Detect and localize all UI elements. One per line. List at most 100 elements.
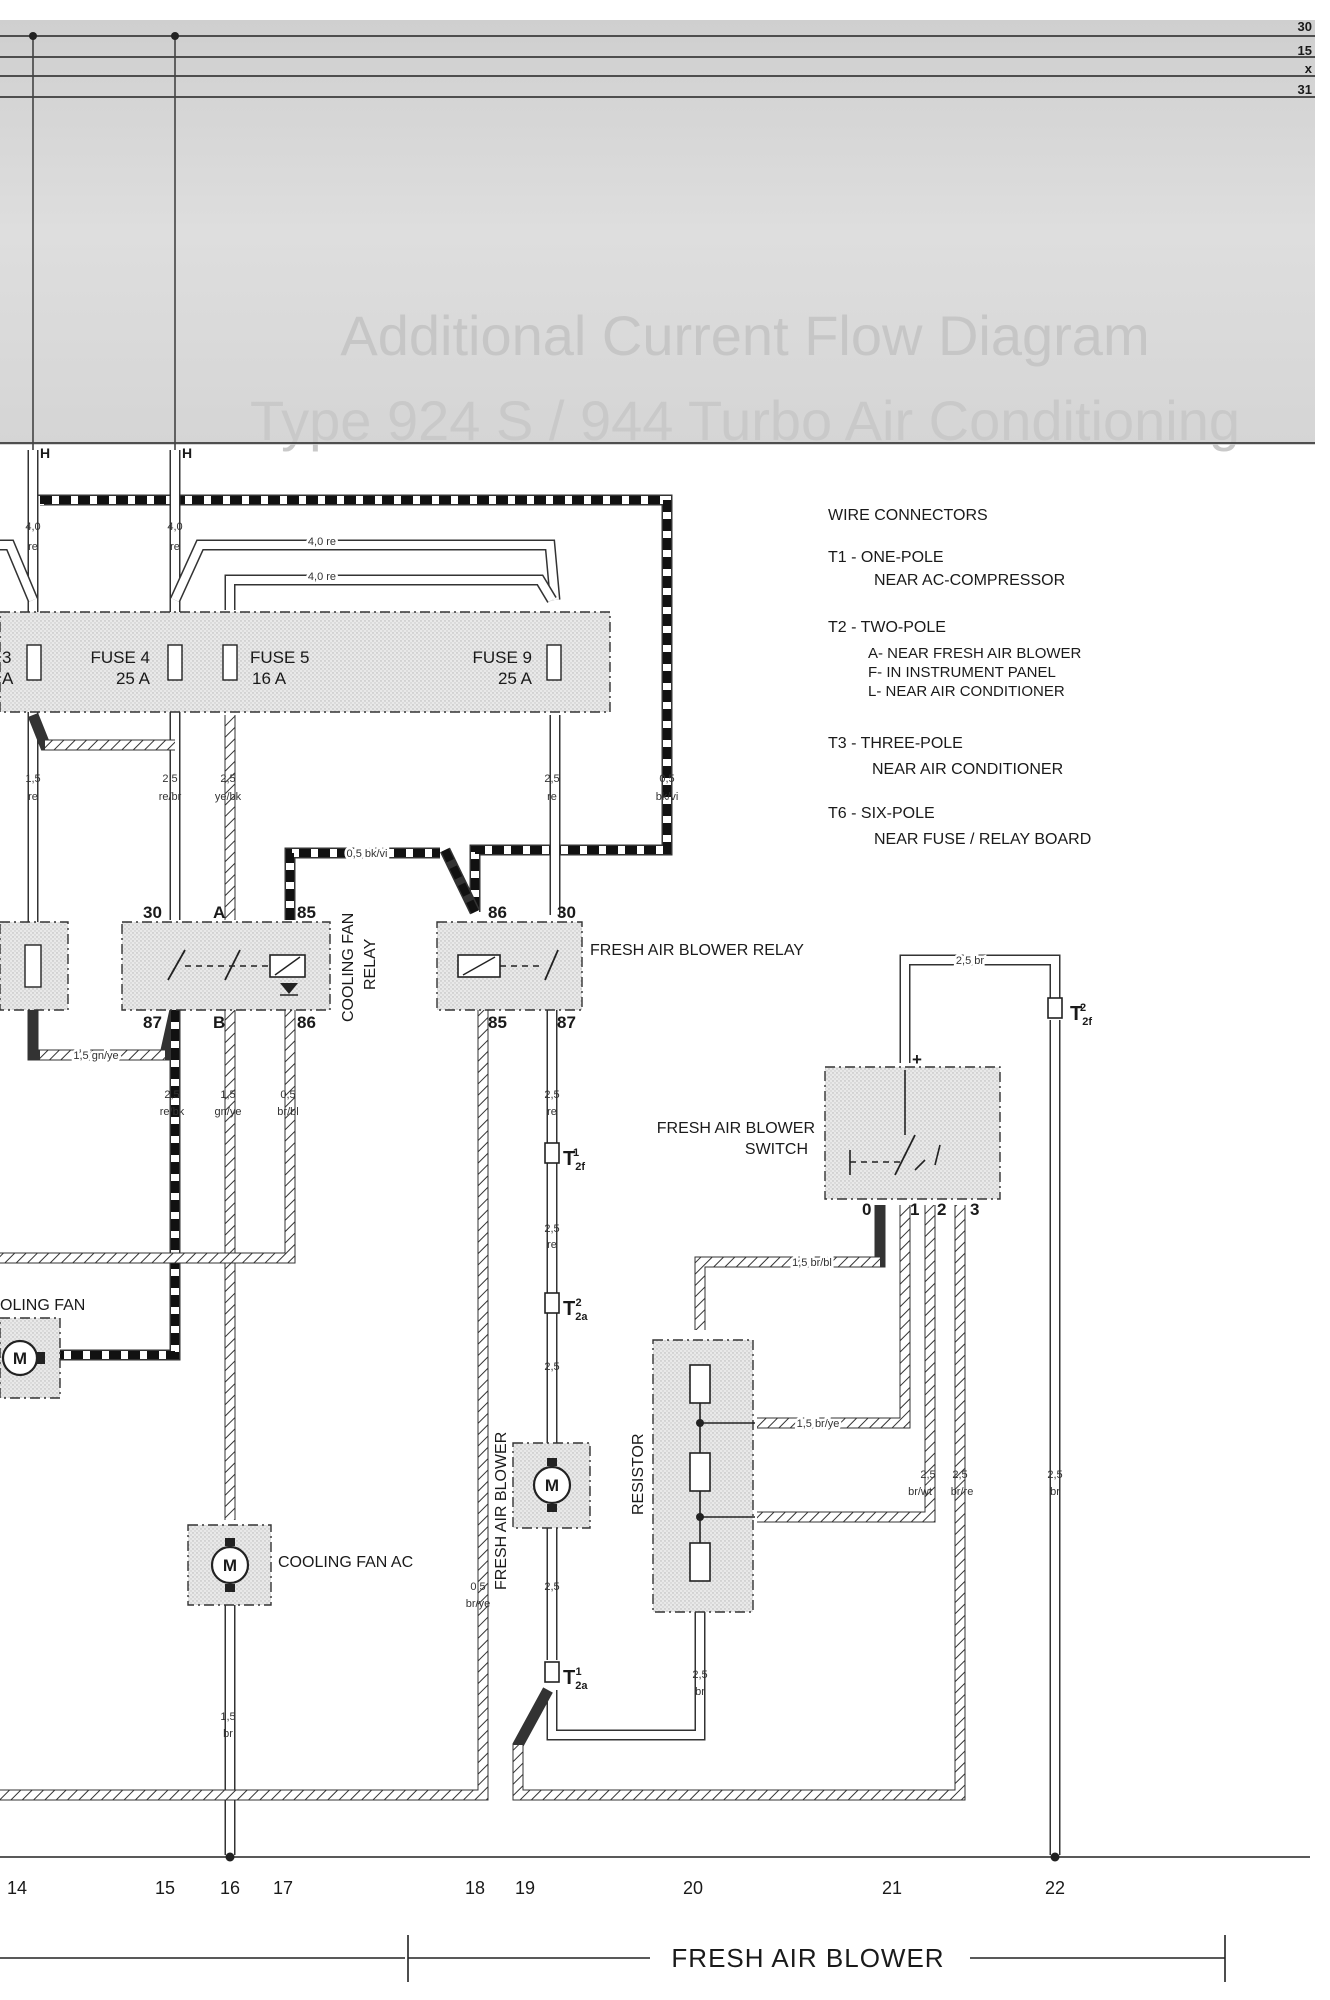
wire-label: re <box>28 791 38 803</box>
relay-pin-86: 86 <box>297 1013 316 1032</box>
wire-label: bk/vi <box>656 791 679 803</box>
switch-pin-2: 2 <box>937 1200 946 1219</box>
h-marker-2: H <box>182 445 192 461</box>
svg-text:T2f1: T2f1 <box>563 1147 585 1173</box>
wire-label: re/br <box>159 791 182 803</box>
legend-t2-a: A- NEAR FRESH AIR BLOWER <box>868 645 1082 662</box>
relay-pin-b: B <box>213 1013 225 1032</box>
wire-bk-vi-loop <box>34 494 673 915</box>
cooling-fan-label: OLING FAN <box>0 1297 85 1314</box>
wire-label: 2,5 <box>544 1089 559 1101</box>
wire-label: 4,0 re <box>308 536 336 548</box>
cooling-fan-relay-label-2: RELAY <box>362 938 379 990</box>
legend-t1-code: T1 - ONE-POLE <box>828 549 944 566</box>
wire-label: br <box>695 1686 705 1698</box>
fuse-5-rating: 16 A <box>252 669 287 688</box>
wire-label: 2,5 <box>162 773 177 785</box>
wire-label: 1,5 <box>25 773 40 785</box>
wire-label: br/re <box>951 1486 974 1498</box>
left-partial-component <box>0 921 69 1011</box>
fuse-5: FUSE 5 16 A <box>222 644 310 688</box>
blower-relay-pin-86: 86 <box>488 903 507 922</box>
wire-label: br <box>223 1728 233 1740</box>
bus-label-31: 31 <box>1298 82 1312 97</box>
cooling-fan: M OLING FAN <box>0 1297 85 1399</box>
blower-relay-pin-87: 87 <box>557 1013 576 1032</box>
wire-label: re <box>547 1239 557 1251</box>
fresh-air-blower-switch-label-2: SWITCH <box>745 1141 808 1158</box>
fuse-3-name: 3 <box>2 648 11 667</box>
wire-label: 2,5 <box>692 1669 707 1681</box>
fresh-air-blower-motor: M <box>545 1476 559 1495</box>
wire-label: 0,5 bk/vi <box>347 848 388 860</box>
svg-text:T2a2: T2a2 <box>563 1297 588 1323</box>
fuse-9-name: FUSE 9 <box>472 648 532 667</box>
wire-label: 0,5 <box>280 1089 295 1101</box>
legend-t6-where: NEAR FUSE / RELAY BOARD <box>874 831 1091 848</box>
relay-pin-a: A <box>213 903 225 922</box>
fuse-5-name: FUSE 5 <box>250 648 310 667</box>
faded-title-line2: Type 924 S / 944 Turbo Air Conditioning <box>250 389 1240 452</box>
switch-plus: + <box>912 1050 922 1069</box>
cooling-fan-motor: M <box>13 1349 27 1368</box>
legend-t3-where: NEAR AIR CONDITIONER <box>872 761 1063 778</box>
wire-label: 2,5 <box>952 1469 967 1481</box>
bus-label-x: x <box>1305 61 1313 76</box>
switch-pin-0: 0 <box>862 1200 871 1219</box>
cooling-fan-ac: M COOLING FAN AC <box>187 1524 413 1606</box>
switch-pin-3: 3 <box>970 1200 979 1219</box>
column-number: 15 <box>155 1878 175 1898</box>
wire-label: 2,5 <box>164 1089 179 1101</box>
wire-label: 4,0 <box>25 521 40 533</box>
wire-label: re <box>547 791 557 803</box>
svg-text:T2a1: T2a1 <box>563 1666 588 1692</box>
fuse-4: FUSE 4 25 A <box>90 644 183 688</box>
shaded-title-band <box>0 20 1315 445</box>
fuse-3-rating: A <box>2 669 14 688</box>
legend-t2-code: T2 - TWO-POLE <box>828 619 946 636</box>
connector-t2a2: T2a2 <box>544 1292 588 1323</box>
wire-label: 4,0 <box>167 521 182 533</box>
blower-relay-pin-85: 85 <box>488 1013 507 1032</box>
wire-label: 1,5 br/ye <box>797 1418 840 1430</box>
connector-t2f1: T2f1 <box>544 1142 585 1173</box>
connector-t2f2: T2f2 <box>1047 997 1092 1028</box>
column-number: 22 <box>1045 1878 1065 1898</box>
wire-label: br/bl <box>277 1106 298 1118</box>
wire-label: 2,5 <box>220 773 235 785</box>
wire-label: 1,5 br/bl <box>792 1257 832 1269</box>
legend-heading: WIRE CONNECTORS <box>828 507 988 524</box>
wire-label: re/bk <box>160 1106 185 1118</box>
cooling-fan-ac-motor: M <box>223 1556 237 1575</box>
fuse-9: FUSE 9 25 A <box>472 644 562 688</box>
bus-lines: 30 15 x 31 <box>0 19 1315 444</box>
wire-label: 1,5 gn/ye <box>73 1050 118 1062</box>
wire-label: 2,5 <box>544 773 559 785</box>
fresh-air-blower-relay: 86 30 85 87 FRESH AIR BLOWER RELAY <box>436 903 804 1032</box>
bus-feed-wires: H H <box>29 32 192 461</box>
fresh-air-blower-switch-label-1: FRESH AIR BLOWER <box>657 1120 815 1137</box>
wire-label: gn/ye <box>215 1106 242 1118</box>
wire-label: re <box>547 1106 557 1118</box>
wire-label: br/ye <box>466 1598 490 1610</box>
faded-title-line1: Additional Current Flow Diagram <box>340 304 1149 367</box>
column-number: 21 <box>882 1878 902 1898</box>
column-number: 20 <box>683 1878 703 1898</box>
column-numbers: 14 15 16 17 18 19 20 21 22 <box>7 1878 1065 1898</box>
fuse-4-name: FUSE 4 <box>90 648 150 667</box>
fuse-3: 3 A <box>2 644 42 688</box>
relay-pin-85: 85 <box>297 903 316 922</box>
fresh-air-blower: M FRESH AIR BLOWER <box>493 1432 591 1590</box>
wire-label: 2,5 <box>544 1361 559 1373</box>
column-number: 16 <box>220 1878 240 1898</box>
wire-label: 0,5 <box>470 1581 485 1593</box>
relay-pin-30: 30 <box>143 903 162 922</box>
wire-label: re <box>28 541 38 553</box>
bus-label-30: 30 <box>1298 19 1312 34</box>
cooling-fan-relay-label-1: COOLING FAN <box>340 913 357 1022</box>
wire-connectors-legend: WIRE CONNECTORS T1 - ONE-POLE NEAR AC-CO… <box>828 507 1091 848</box>
wire-label: 2,5 br <box>956 955 984 967</box>
connector-t2a1: T2a1 <box>544 1661 588 1692</box>
wire-label: br/wt <box>908 1486 932 1498</box>
fresh-air-blower-switch: + 0 1 2 3 FRESH AIR BLOWER SWITCH <box>657 1050 1001 1219</box>
